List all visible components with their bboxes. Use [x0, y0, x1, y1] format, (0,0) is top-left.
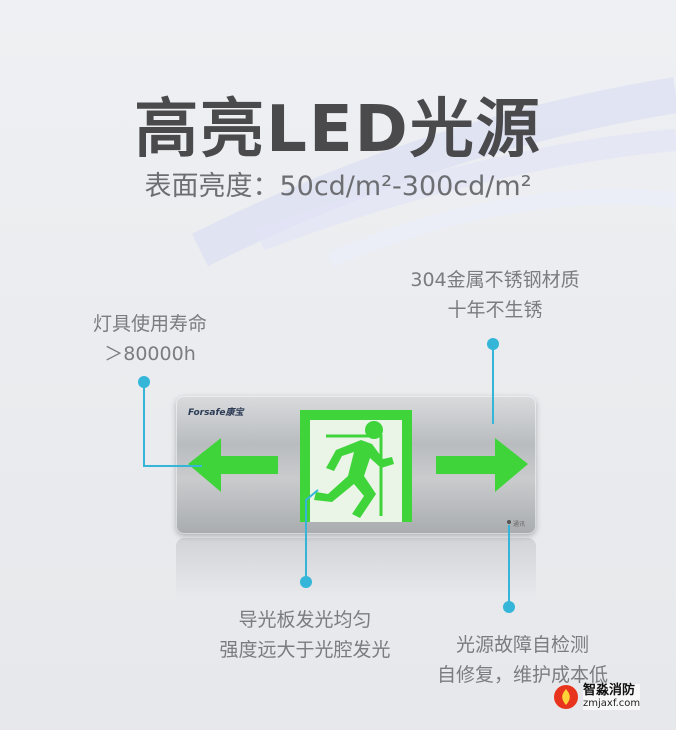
- callout-steel: 304金属不锈钢材质 十年不生锈: [390, 265, 600, 325]
- watermark-name: 智淼消防: [583, 684, 641, 697]
- callout-light-guide-line1: 导光板发光均匀: [238, 609, 372, 631]
- callout-lifespan-line2: ＞80000h: [104, 343, 196, 365]
- callout-self-test: 光源故障自检测 自修复，维护成本低: [405, 630, 640, 690]
- callout-light-guide: 导光板发光均匀 强度远大于光腔发光: [195, 605, 415, 665]
- callout-dot-lifespan: [138, 376, 150, 388]
- brand-label: Forsafe康宝: [188, 408, 244, 418]
- exit-sign-symbols: [188, 410, 528, 524]
- callout-self-test-line2: 自修复，维护成本低: [436, 664, 608, 686]
- sensor-label: 通讯: [513, 521, 526, 528]
- callout-light-guide-line2: 强度远大于光腔发光: [219, 639, 391, 661]
- running-man-icon: [314, 421, 394, 518]
- right-arrow-icon: [436, 438, 528, 492]
- page-title: 高亮LED光源: [134, 93, 542, 167]
- callout-steel-line2: 十年不生锈: [447, 299, 543, 321]
- sign-reflection: [176, 538, 536, 598]
- callout-lifespan-line1: 灯具使用寿命: [92, 313, 207, 335]
- exit-sign: Forsafe康宝 通讯: [176, 396, 536, 534]
- sensor-dot-icon: [507, 520, 511, 524]
- watermark: 智淼消防 zmjaxf.com: [553, 676, 673, 718]
- page-subtitle: 表面亮度：50cd/m²-300cd/m²: [144, 171, 532, 202]
- watermark-logo-icon: [554, 685, 578, 709]
- watermark-url: zmjaxf.com: [583, 697, 641, 710]
- callout-steel-line1: 304金属不锈钢材质: [410, 269, 580, 291]
- callout-self-test-line1: 光源故障自检测: [455, 634, 589, 656]
- callout-dot-steel: [487, 338, 499, 350]
- callout-dot-self-test: [503, 601, 515, 613]
- callout-lifespan: 灯具使用寿命 ＞80000h: [80, 309, 220, 369]
- background-swoosh: [191, 77, 676, 268]
- left-arrow-icon: [188, 438, 278, 492]
